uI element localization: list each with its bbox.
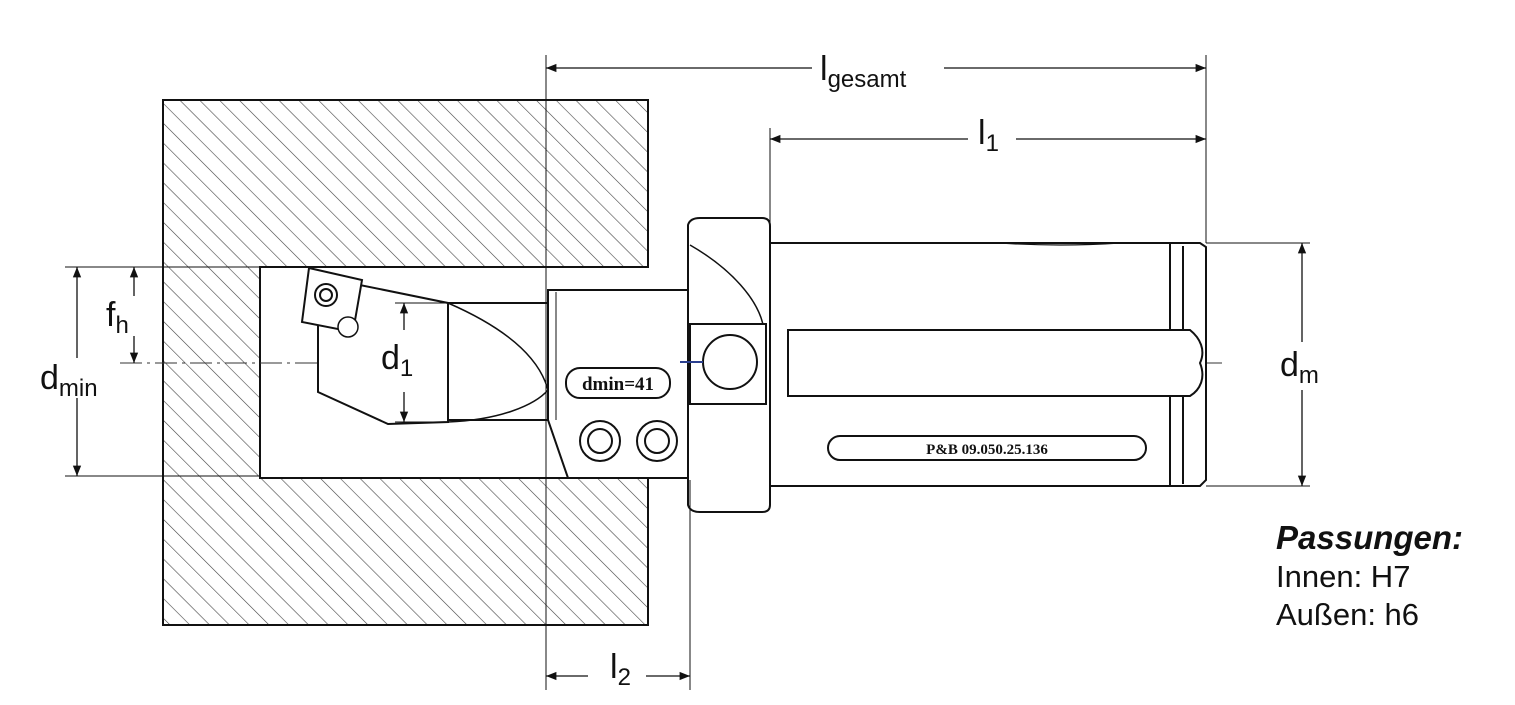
dim-label-dmin: dmin xyxy=(40,359,98,402)
dim-label-d1: d1 xyxy=(381,339,413,382)
dmin-plate-label: dmin=41 xyxy=(582,374,654,395)
flange-screw-icon xyxy=(702,334,758,390)
dmin-plate: dmin=41 xyxy=(565,367,671,399)
dimension-labels: lgesamt l1 l2 d1 dm dmin fh xyxy=(40,50,1319,691)
shank xyxy=(769,242,1207,487)
workpiece xyxy=(162,99,649,626)
clamp-screws xyxy=(579,420,678,462)
dim-label-fh: fh xyxy=(106,296,129,339)
notes-outer-fit: Außen: h6 xyxy=(1276,597,1420,632)
part-number-label: P&B 09.050.25.136 xyxy=(926,442,1048,458)
dim-label-l2: l2 xyxy=(610,648,631,691)
fit-notes: Passungen: Innen: H7 Außen: h6 xyxy=(1276,518,1463,634)
dim-label-l-gesamt: lgesamt xyxy=(820,50,907,93)
notes-title: Passungen: xyxy=(1276,519,1464,556)
dim-label-l1: l1 xyxy=(978,114,999,157)
extension-lines xyxy=(65,55,1310,690)
dim-label-dm: dm xyxy=(1280,346,1319,389)
flange xyxy=(680,217,771,513)
insert-screw-inner-icon xyxy=(319,288,333,302)
part-number-plate: P&B 09.050.25.136 xyxy=(827,435,1147,461)
dimension-lines xyxy=(72,63,1307,681)
notes-inner-fit: Innen: H7 xyxy=(1276,559,1411,594)
